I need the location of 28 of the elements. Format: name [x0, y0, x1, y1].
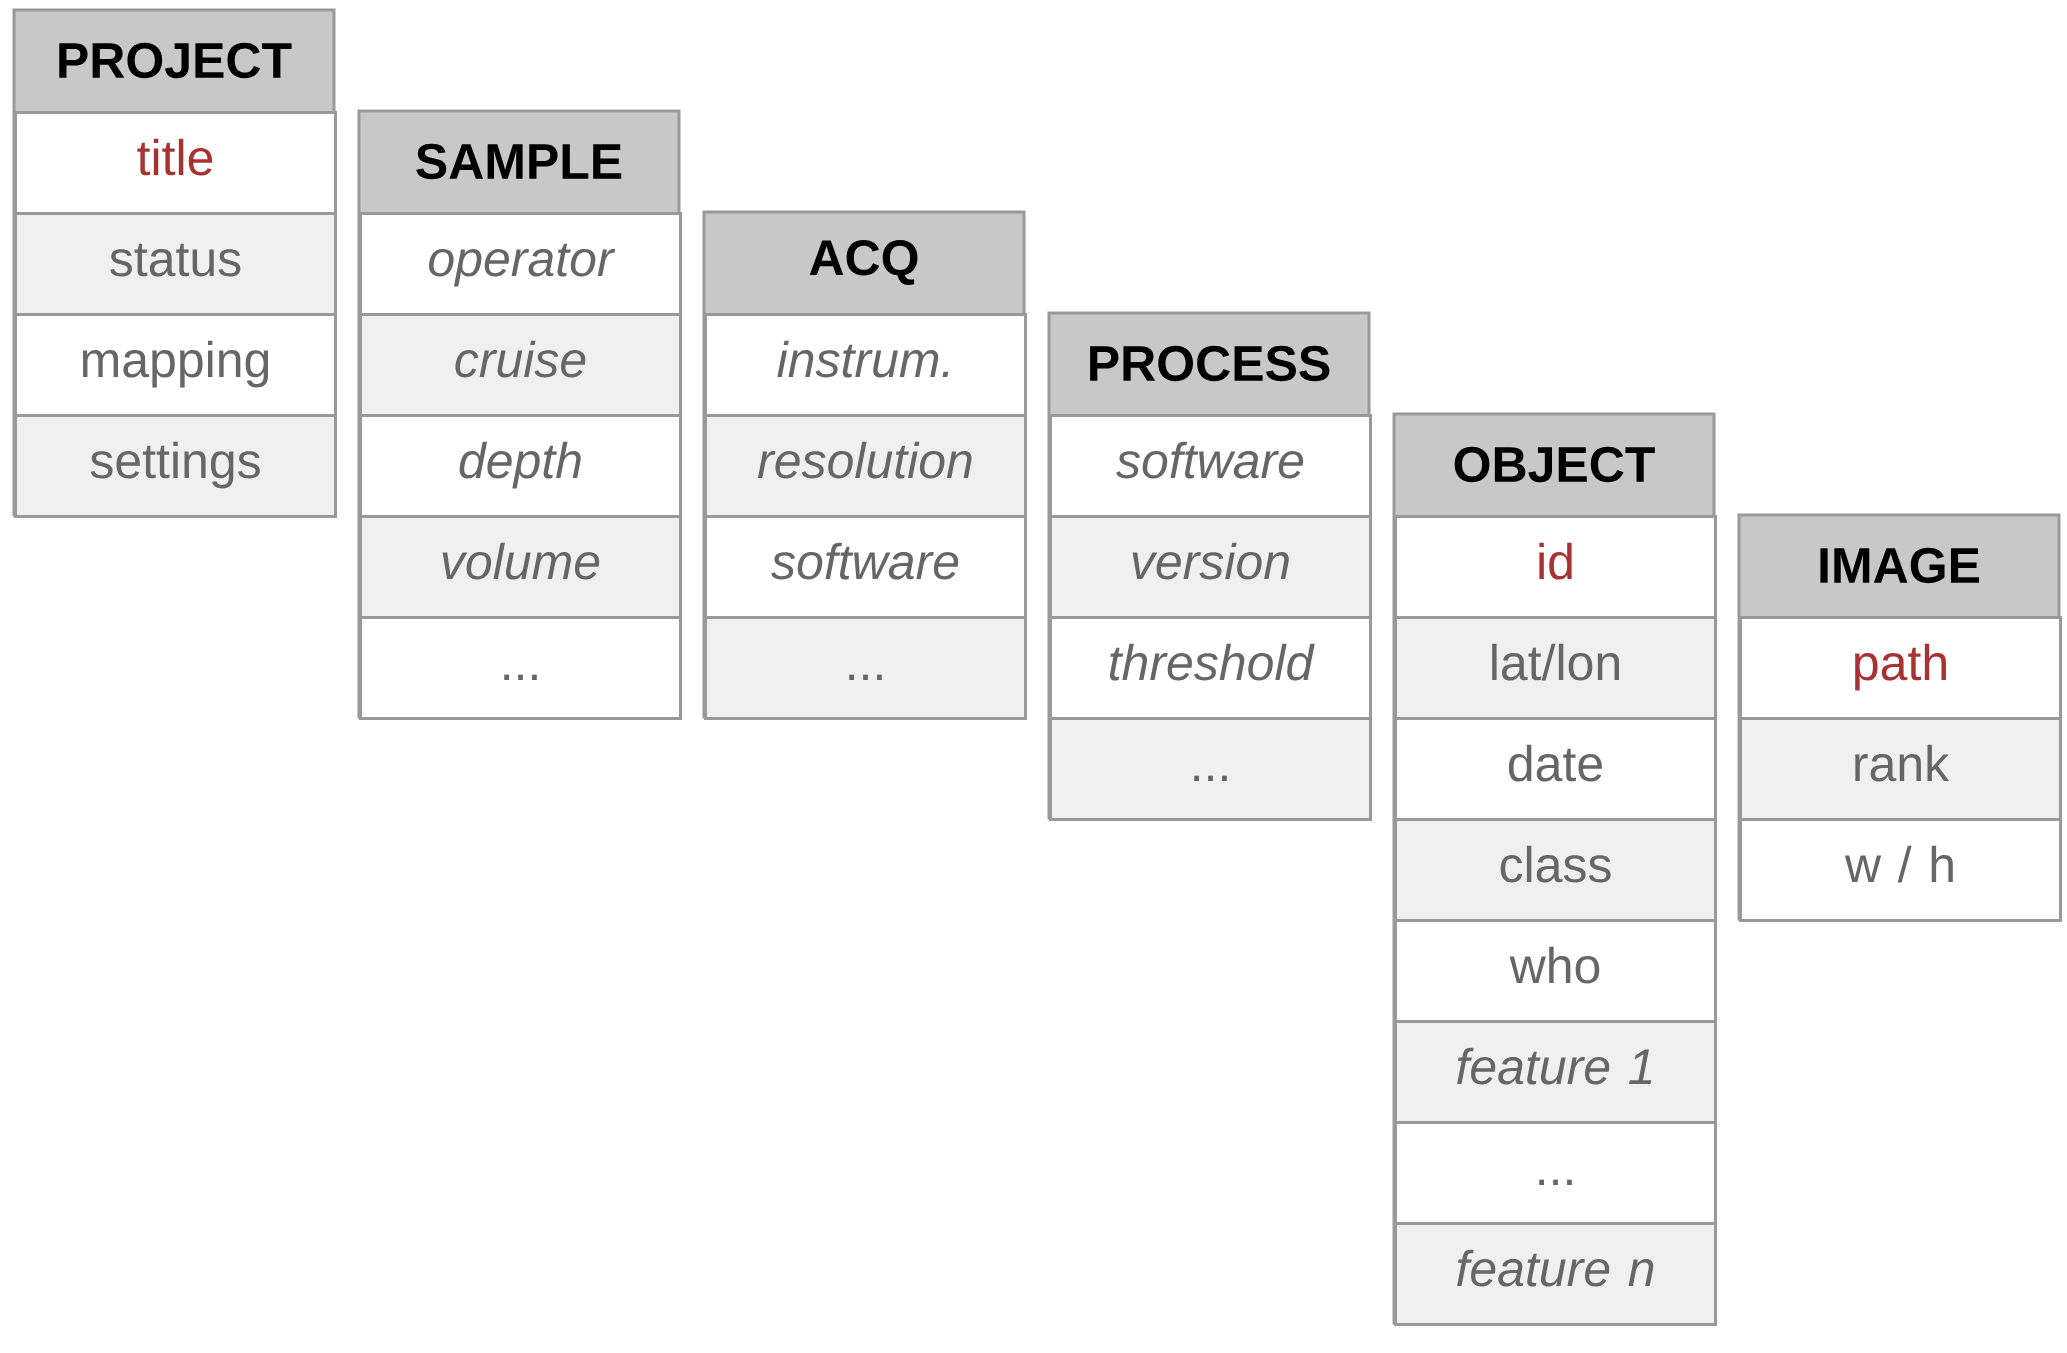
- table-row: lat/lon: [1394, 616, 1717, 720]
- table-row: ...: [359, 616, 682, 720]
- table-row: cruise: [359, 313, 682, 417]
- table-row: feature 1: [1394, 1020, 1717, 1124]
- table-row: status: [14, 212, 337, 316]
- table-row: path: [1739, 616, 2062, 720]
- table-row: version: [1049, 515, 1372, 619]
- table-row: rank: [1739, 717, 2062, 821]
- table-row: threshold: [1049, 616, 1372, 720]
- table-row: class: [1394, 818, 1717, 922]
- table-row: date: [1394, 717, 1717, 821]
- table-row: id: [1394, 515, 1717, 619]
- table-row: operator: [359, 212, 682, 316]
- table-row: ...: [1049, 717, 1372, 821]
- table-row: ...: [704, 616, 1027, 720]
- table-row: software: [704, 515, 1027, 619]
- table-row: software: [1049, 414, 1372, 518]
- table-row: w / h: [1739, 818, 2062, 922]
- table-row: settings: [14, 414, 337, 518]
- table-row: instrum.: [704, 313, 1027, 417]
- table-row: volume: [359, 515, 682, 619]
- table-row: ...: [1394, 1121, 1717, 1225]
- table-row: feature n: [1394, 1222, 1717, 1326]
- table-row: title: [14, 111, 337, 215]
- table-row: depth: [359, 414, 682, 518]
- table-row: resolution: [704, 414, 1027, 518]
- table-row: mapping: [14, 313, 337, 417]
- table-row: who: [1394, 919, 1717, 1023]
